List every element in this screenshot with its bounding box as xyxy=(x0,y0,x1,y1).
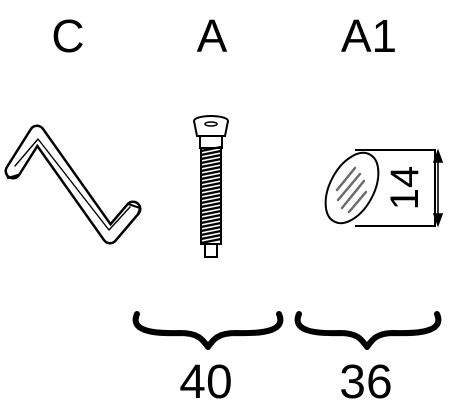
quantity-40: 40 xyxy=(179,356,232,409)
part-label-a1: A1 xyxy=(341,10,397,62)
dowel-icon xyxy=(324,149,436,227)
screw-icon xyxy=(193,115,229,258)
dimension-arrow xyxy=(432,148,444,228)
part-label-c: C xyxy=(51,10,84,62)
brace-icon xyxy=(132,311,284,350)
dowel-dimension-label: 14 xyxy=(383,166,427,211)
brace-icon xyxy=(294,311,442,350)
part-label-a: A xyxy=(197,10,228,62)
quantity-36: 36 xyxy=(339,356,392,409)
hex-key-icon xyxy=(4,124,142,245)
